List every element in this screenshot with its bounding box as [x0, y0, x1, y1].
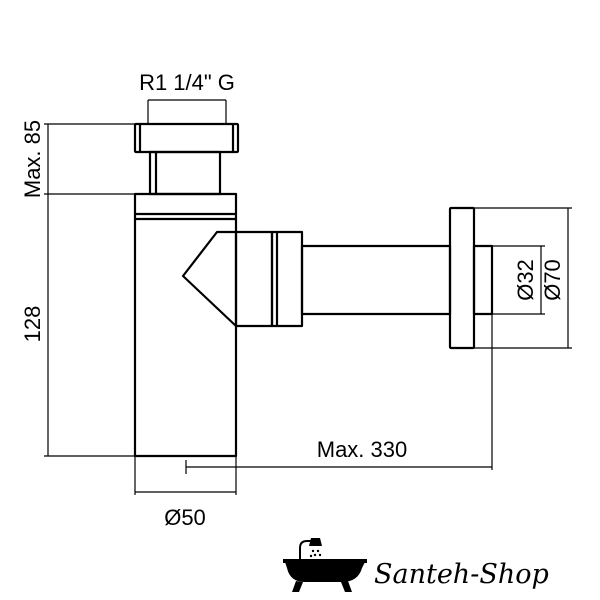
dimension-lines [44, 99, 572, 495]
max-length-label: Max. 330 [317, 437, 408, 462]
siphon-body [133, 192, 238, 458]
outlet-pipe [300, 244, 452, 316]
outlet-cone [181, 230, 237, 327]
flange-diameter-label: Ø70 [540, 259, 565, 301]
logo-text: Santeh-Shop [374, 559, 549, 590]
neck [148, 150, 222, 196]
outlet-nut [234, 230, 304, 328]
body-height-label: 128 [20, 306, 45, 343]
bathtub-shower-icon [283, 538, 367, 592]
thread-label: R1 1/4" G [139, 70, 235, 95]
top-nut [133, 122, 240, 154]
max-height-label: Max. 85 [20, 120, 45, 198]
body-diameter-label: Ø50 [164, 505, 206, 530]
pipe-diameter-label: Ø32 [513, 259, 538, 301]
wall-flange [448, 206, 494, 350]
